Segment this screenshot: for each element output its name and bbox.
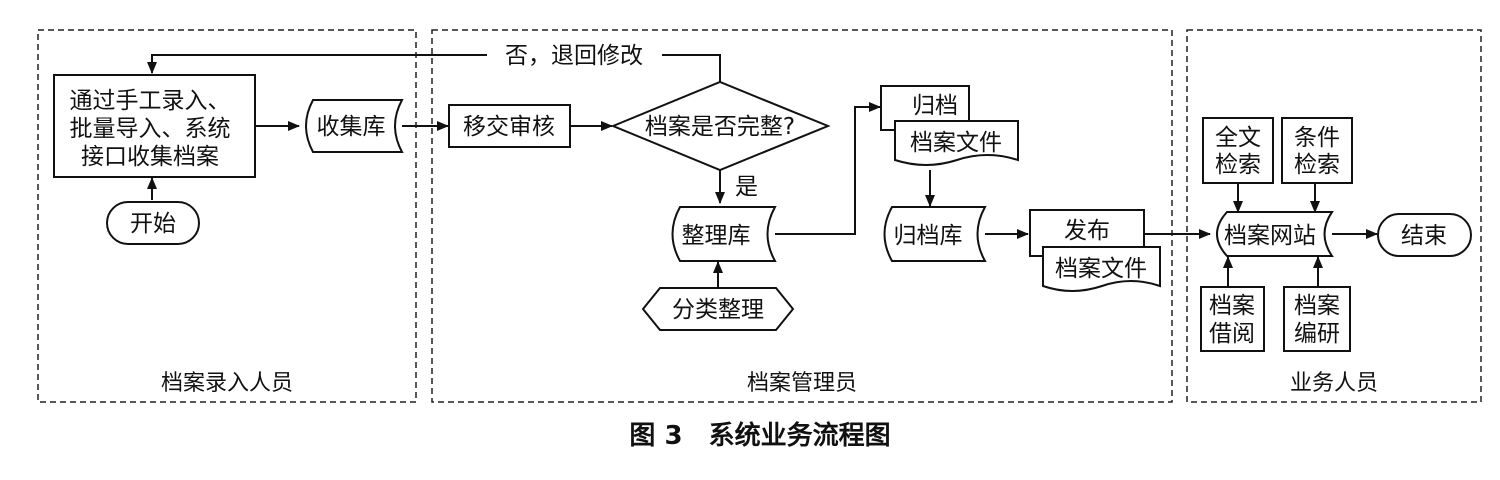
classify-hexagon: 分类整理 <box>641 287 795 331</box>
start-terminal: 开始 <box>106 201 200 245</box>
archive-db-storage: 归档库 <box>883 206 987 262</box>
transfer-review-box: 移交审核 <box>448 104 571 148</box>
lane-business-staff: 业务人员 <box>1186 29 1482 403</box>
collect-label-line-3: 接口收集档案 <box>81 144 219 170</box>
collect-label-line-2: 批量导入、系统 <box>70 116 231 142</box>
return-arrow <box>147 54 487 74</box>
lane-archive-entry-staff: 档案录入人员 <box>37 29 417 403</box>
lane-label-admin: 档案管理员 <box>747 371 857 396</box>
archive-file-2-label: 档案文件 <box>1055 256 1147 282</box>
fulltext-search-box: 全文 检索 <box>1202 117 1274 184</box>
condition-search-box: 条件 检索 <box>1281 117 1353 184</box>
arrow-organize-to-archive <box>775 102 881 235</box>
publish-document: 发布 档案文件 <box>1029 209 1161 292</box>
archive-compile-line-1: 档案 <box>1294 293 1340 319</box>
lane-archive-manager: 档案管理员 <box>431 29 1173 403</box>
publish-label: 发布 <box>1064 218 1110 244</box>
archive-document: 归档 档案文件 <box>880 85 1019 166</box>
start-label: 开始 <box>130 211 176 237</box>
archive-borrow-box: 档案 借阅 <box>1200 286 1265 352</box>
collect-process-box: 通过手工录入、 批量导入、系统 接口收集档案 <box>53 74 256 178</box>
archive-website-display: 档案网站 <box>1216 211 1334 257</box>
collection-db-storage: 收集库 <box>305 99 404 153</box>
end-label: 结束 <box>1401 223 1447 249</box>
lane-label-entry: 档案录入人员 <box>161 371 293 396</box>
archive-borrow-line-2: 借阅 <box>1209 321 1255 347</box>
end-terminal: 结束 <box>1377 213 1472 257</box>
collect-label-line-1: 通过手工录入、 <box>70 88 231 114</box>
collection-db-label: 收集库 <box>317 114 386 140</box>
condition-search-line-2: 检索 <box>1294 152 1340 178</box>
organize-db-storage: 整理库 <box>671 206 777 262</box>
connectors <box>147 54 1378 287</box>
fulltext-search-line-1: 全文 <box>1215 125 1261 151</box>
organize-db-label: 整理库 <box>682 223 751 249</box>
figure-caption: 图 3 系统业务流程图 <box>629 420 890 451</box>
archive-label: 归档 <box>912 93 958 119</box>
archive-file-1-label: 档案文件 <box>910 130 1002 156</box>
condition-search-line-1: 条件 <box>1294 125 1340 151</box>
archive-db-label: 归档库 <box>894 223 963 249</box>
archive-compile-box: 档案 编研 <box>1283 286 1351 352</box>
decision-label: 档案是否完整? <box>645 114 795 140</box>
return-line-right <box>662 54 721 82</box>
lane-label-business: 业务人员 <box>1290 371 1378 396</box>
return-label: 否，退回修改 <box>505 43 643 69</box>
yes-label: 是 <box>735 174 758 200</box>
archive-borrow-line-1: 档案 <box>1209 293 1255 319</box>
decision-diamond: 档案是否完整? <box>610 80 831 172</box>
archive-website-label: 档案网站 <box>1224 223 1316 249</box>
fulltext-search-line-2: 检索 <box>1215 152 1261 178</box>
classify-label: 分类整理 <box>672 297 764 323</box>
transfer-review-label: 移交审核 <box>463 114 555 140</box>
archive-compile-line-2: 编研 <box>1294 321 1340 347</box>
